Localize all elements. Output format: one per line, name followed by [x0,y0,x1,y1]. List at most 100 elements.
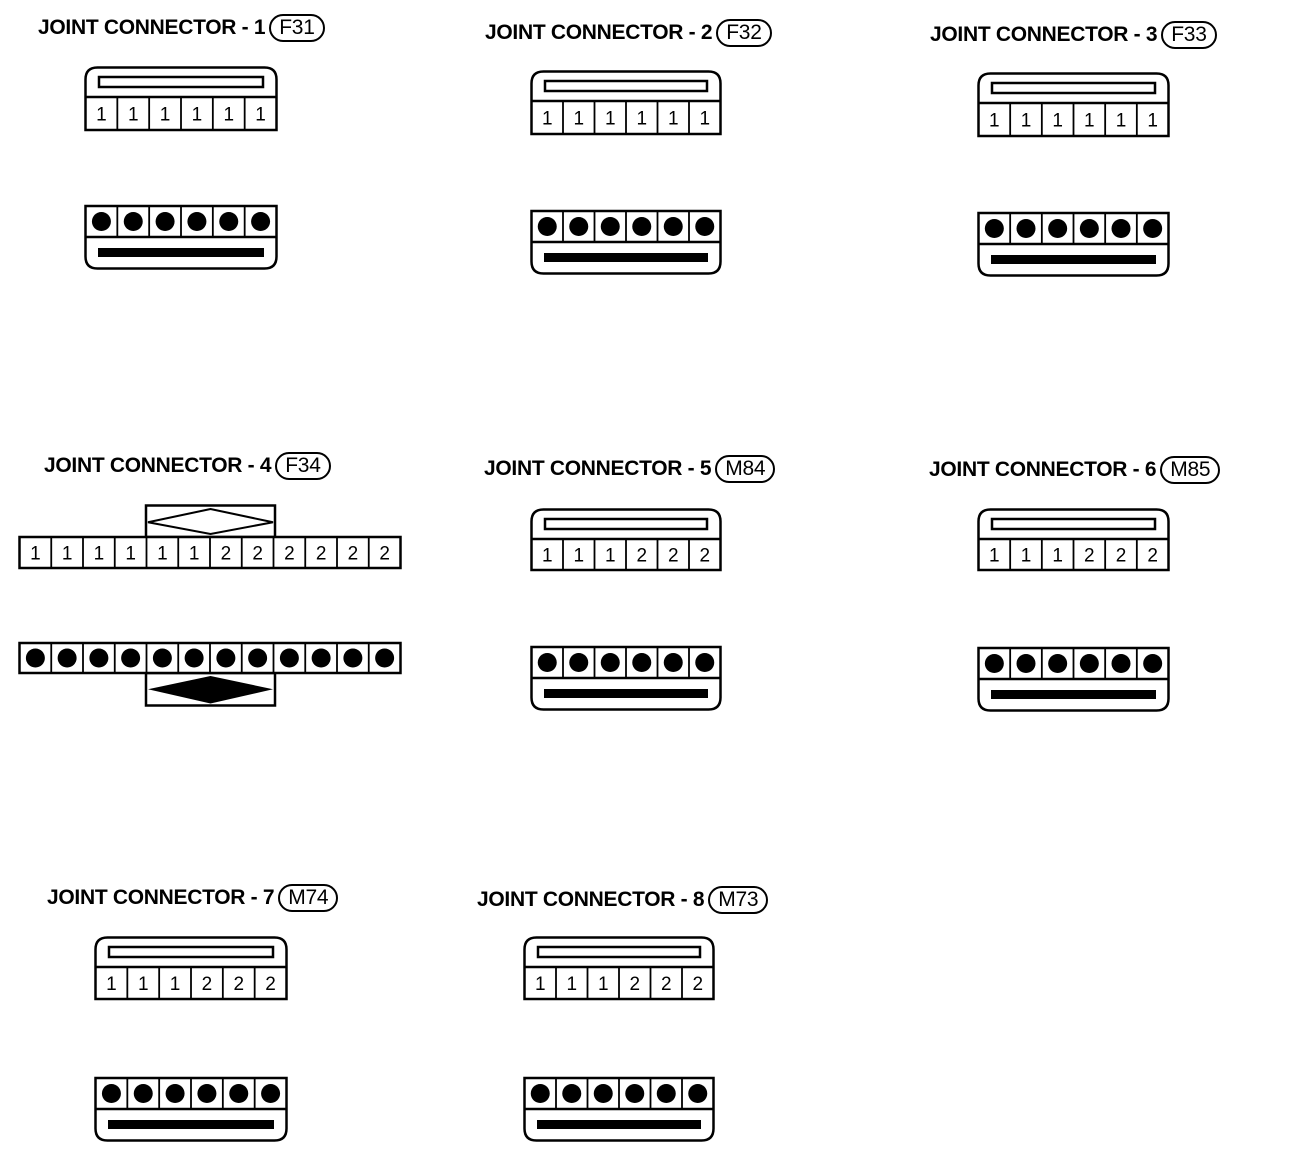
terminal-number: 1 [1147,111,1158,132]
terminal-number: 2 [265,974,276,995]
terminal-pin [184,648,204,668]
terminal-pin [1048,219,1068,238]
connector-5-code-badge: M84 [715,455,776,483]
connector-1-title: JOINT CONNECTOR - 1 F31 [38,14,325,42]
terminal-number: 2 [284,544,295,565]
lock-slot [543,517,709,531]
connector-2-title: JOINT CONNECTOR - 2 F32 [485,19,772,47]
terminal-number: 1 [1116,111,1127,132]
terminal-pin [229,1084,249,1103]
terminal-number: 1 [30,544,41,565]
terminal-pin [1048,654,1068,673]
terminal-pin [1111,219,1131,238]
terminal-pin [165,1084,185,1103]
terminal-pin [530,1084,550,1103]
connector-6-label: JOINT CONNECTOR - 6 [929,458,1157,481]
connector-2-code-badge: F32 [716,19,772,47]
connector-6-code-badge: M85 [1160,456,1221,484]
terminal-number: 1 [573,109,584,130]
connector-5-title: JOINT CONNECTOR - 5 M84 [484,455,776,483]
terminal-pin [187,212,207,231]
terminal-pin [688,1084,708,1103]
terminal-number: 1 [192,105,203,126]
terminal-number: 1 [96,105,107,126]
connector-7-title: JOINT CONNECTOR - 7 M74 [47,884,339,912]
terminal-pin [216,648,236,668]
lock-bar [991,690,1156,699]
terminal-number: 1 [535,974,546,995]
terminal-pin [155,212,175,231]
terminal-number: 2 [379,544,390,565]
terminal-number: 2 [668,546,679,567]
terminal-number: 2 [636,546,647,567]
terminal-pin [569,653,589,672]
terminal-pin [1079,219,1099,238]
connector-8-male-face [523,1076,715,1142]
terminal-pin [121,648,141,668]
connector-8-code-badge: M73 [708,886,769,914]
lock-bar [544,253,708,262]
terminal-number: 1 [605,546,616,567]
terminal-pin [375,648,395,668]
terminal-number: 1 [1052,546,1063,567]
terminal-number: 1 [989,111,1000,132]
terminal-pin [600,217,620,236]
terminal-number: 1 [223,105,234,126]
lock-bar [98,248,264,257]
connector-4-label: JOINT CONNECTOR - 4 [44,454,272,477]
terminal-pin [632,217,652,236]
terminal-number: 1 [255,105,266,126]
terminal-number: 1 [542,109,553,130]
terminal-number: 2 [252,544,263,565]
connector-8-label: JOINT CONNECTOR - 8 [477,888,705,911]
lock-bar [108,1120,274,1129]
terminal-number: 1 [94,544,105,565]
terminal-number: 2 [1147,546,1158,567]
lock-slot [543,79,709,93]
terminal-pin [1111,654,1131,673]
terminal-pin [1143,219,1163,238]
terminal-number: 2 [1084,546,1095,567]
terminal-pin [537,217,557,236]
connector-7-code-badge: M74 [278,884,339,912]
lock-bar [991,255,1156,264]
terminal-number: 1 [605,109,616,130]
connector-5-male-face [530,645,722,711]
terminal-number: 1 [1021,546,1032,567]
terminal-pin [248,648,268,668]
terminal-pin [25,648,45,668]
lock-slot [107,945,275,959]
terminal-pin [562,1084,582,1103]
terminal-pin [569,217,589,236]
terminal-pin [57,648,77,668]
terminal-number: 1 [573,546,584,567]
terminal-pin [1016,219,1036,238]
connector-6-title: JOINT CONNECTOR - 6 M85 [929,456,1221,484]
terminal-number: 1 [636,109,647,130]
terminal-number: 2 [202,974,213,995]
terminal-pin [89,648,109,668]
lock-slot [990,517,1157,531]
connector-3-male-face [977,211,1170,277]
lock-bar [537,1120,701,1129]
terminal-pin [632,653,652,672]
lock-slot [990,81,1157,95]
terminal-pin [984,219,1004,238]
terminal-pin [695,217,715,236]
terminal-pin [625,1084,645,1103]
lock-slot [536,945,702,959]
terminal-number: 1 [668,109,679,130]
terminal-pin [343,648,363,668]
terminal-pin [133,1084,153,1103]
terminal-pin [600,653,620,672]
terminal-pin [695,653,715,672]
connector-2-male-face [530,209,722,275]
terminal-number: 2 [692,974,703,995]
connector-1-male-face [84,204,278,270]
terminal-number: 1 [1052,111,1063,132]
terminal-number: 1 [157,544,168,565]
